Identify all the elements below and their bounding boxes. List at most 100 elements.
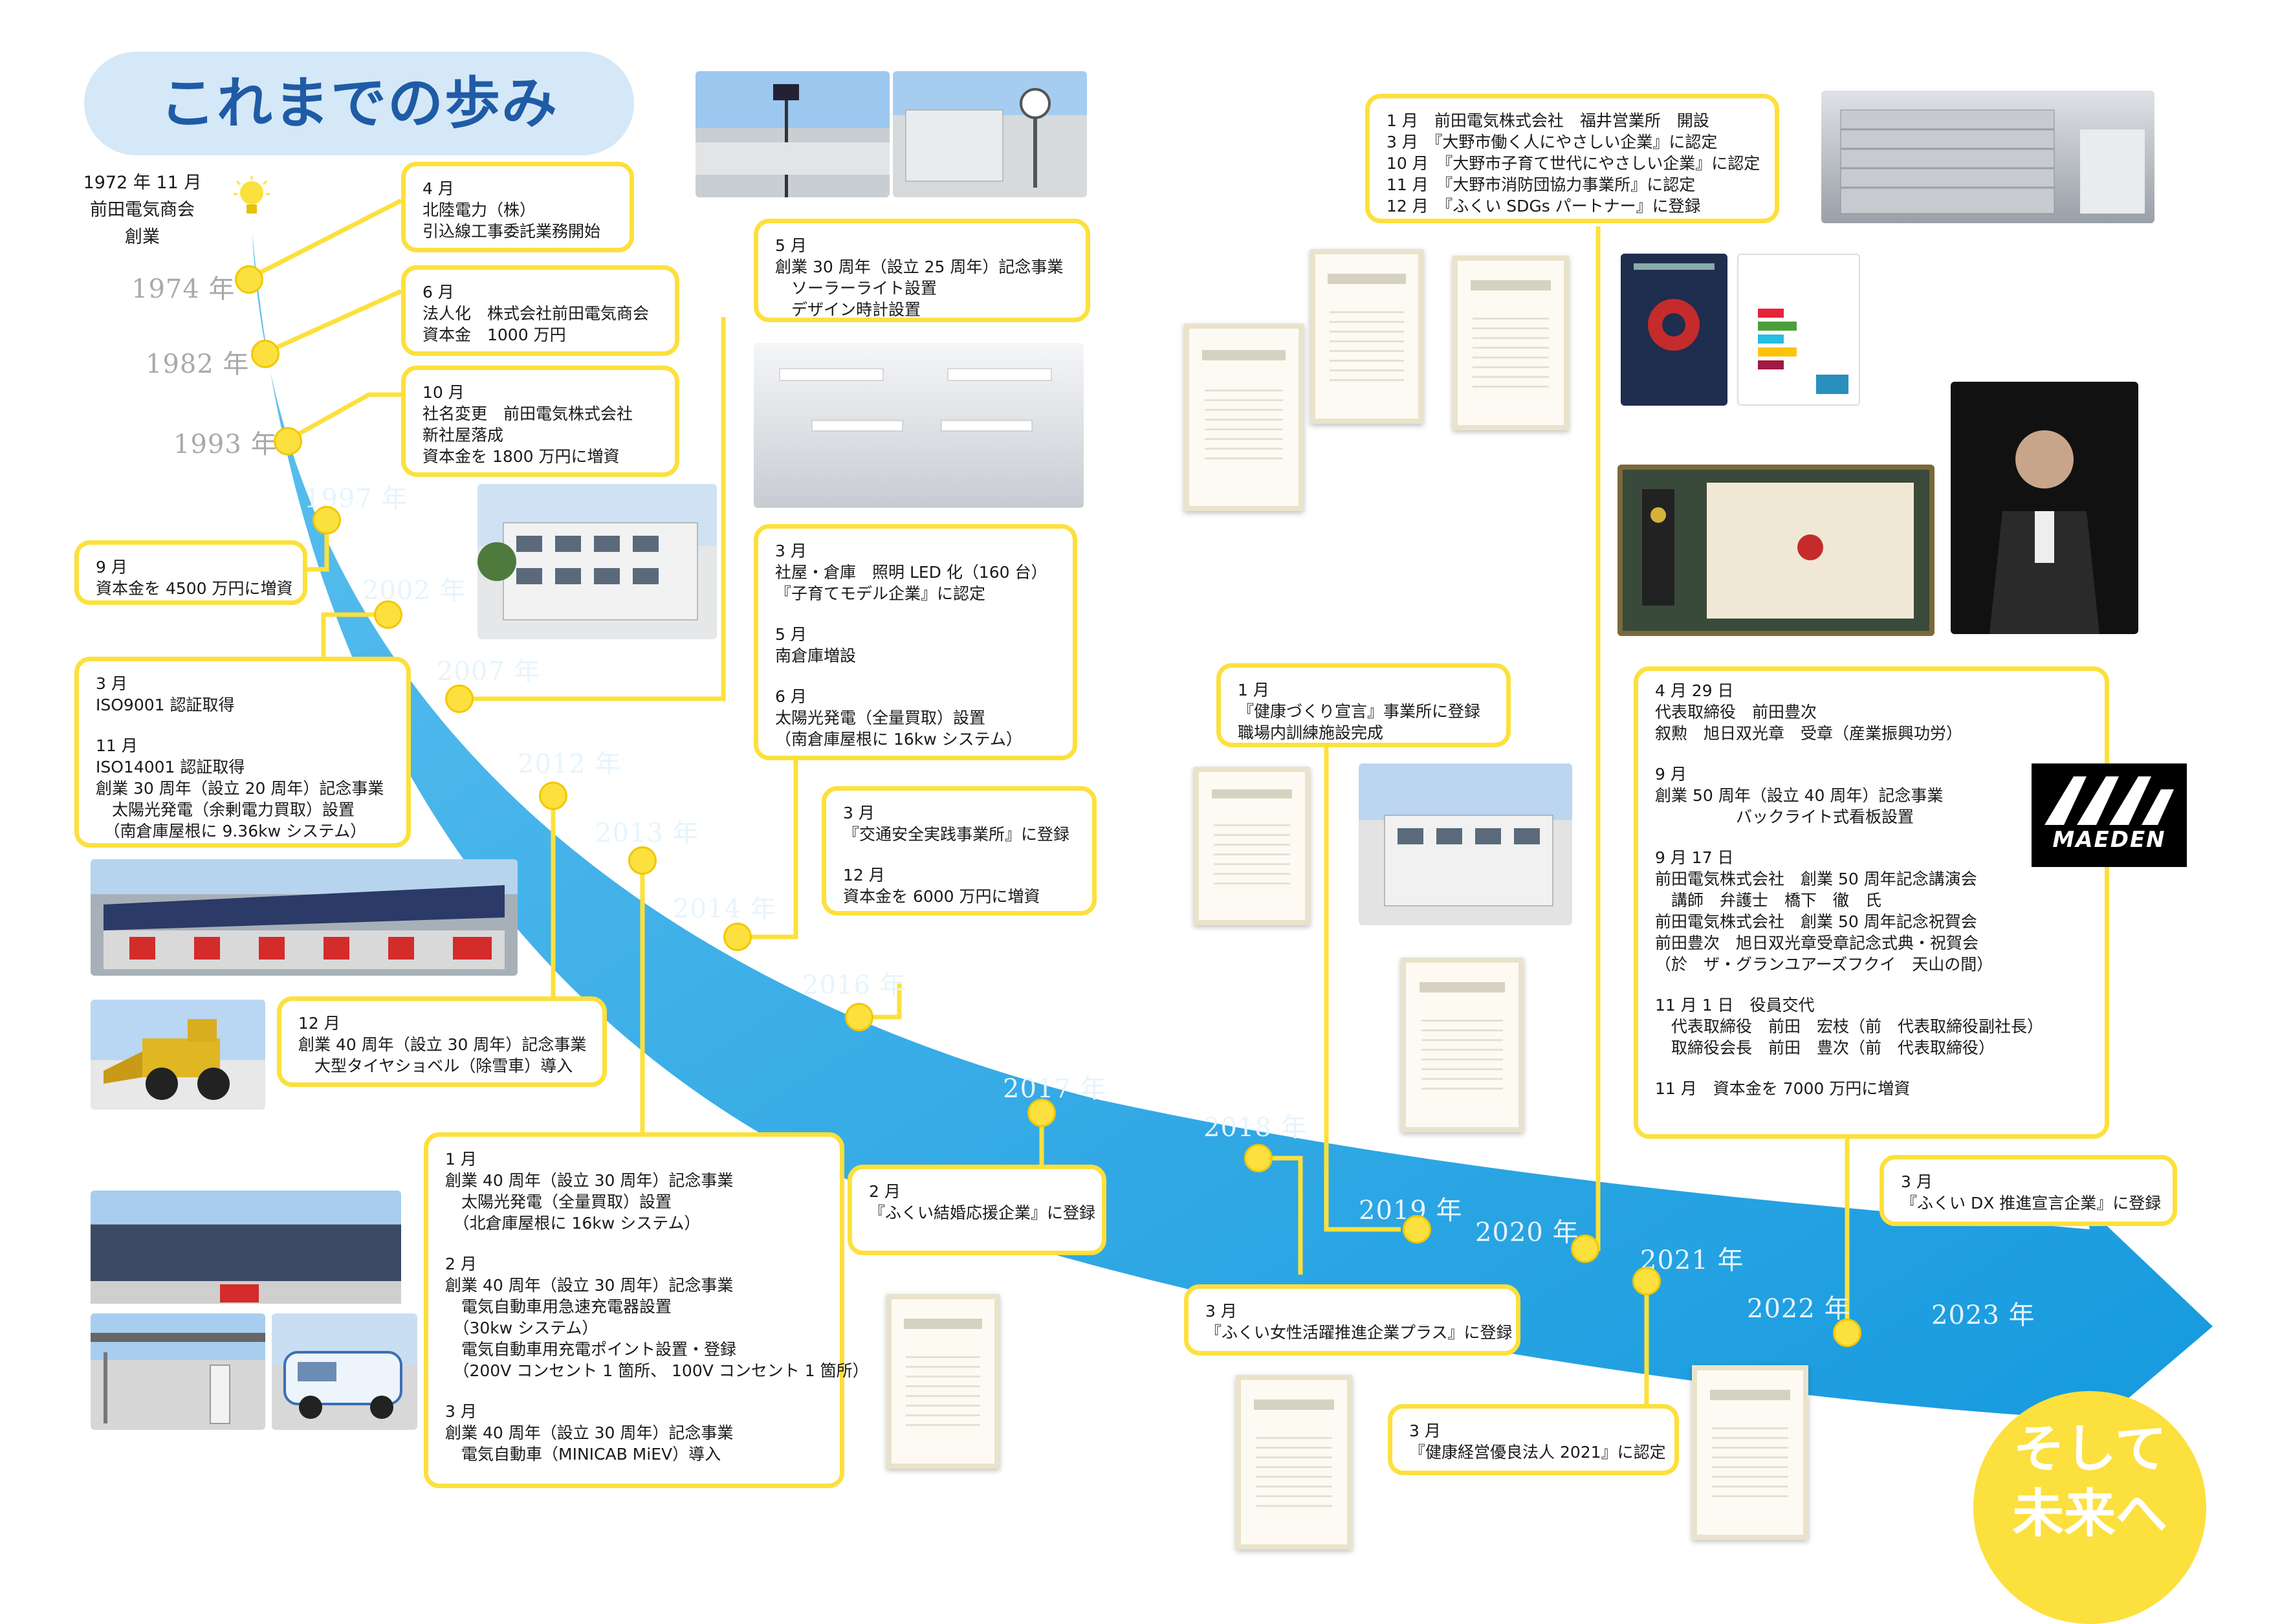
led-ceiling-illustration <box>779 368 1052 432</box>
event-line: 『交通安全実践事業所』に登録 <box>843 825 1070 844</box>
certificate-ono-hataraku <box>1310 249 1423 424</box>
event-line: （南倉庫屋根に 9.36kw システム） <box>96 822 367 840</box>
event-gap <box>1655 975 2088 994</box>
event-line: 3 月 <box>445 1402 477 1421</box>
year-marker-1974 <box>235 265 263 294</box>
event-line: （於 ザ・グランユアーズフクイ 天山の間） <box>1655 955 1993 974</box>
event-line: 9 月 <box>96 558 127 576</box>
event-box-2002: 3 月 ISO9001 認証取得 11 月 ISO14001 認証取得 創業 3… <box>74 657 411 848</box>
event-line: 社名変更 前田電気株式会社 <box>422 404 633 423</box>
electric-van-illustration <box>283 1351 402 1419</box>
photo-wheel-loader <box>91 1000 265 1110</box>
event-line: 4 月 <box>422 179 454 198</box>
year-marker-2019 <box>1403 1215 1431 1244</box>
year-marker-2018 <box>1244 1144 1273 1172</box>
year-marker-1982 <box>251 340 280 368</box>
event-line: 取締役会長 前田 豊次（前 代表取締役） <box>1655 1038 1995 1057</box>
photo-office-building <box>477 484 717 639</box>
event-box-2020: 1 月 前田電気株式会社 福井営業所 開設 3 月 『大野市働く人にやさしい企業… <box>1365 94 1779 223</box>
event-line: ソーラーライト設置 <box>775 279 937 298</box>
event-box-2014: 3 月 社屋・倉庫 照明 LED 化（160 台） 『子育てモデル企業』に認定 … <box>754 524 1077 760</box>
event-line: 1 月 <box>1238 681 1269 699</box>
event-line: （200V コンセント 1 箇所、 100V コンセント 1 箇所） <box>445 1361 869 1380</box>
event-line: デザイン時計設置 <box>775 300 921 319</box>
photo-led-ceiling <box>754 343 1084 508</box>
year-label-2014: 2014 年 <box>673 894 777 924</box>
fire-plate-illustration <box>1634 263 1715 351</box>
certificate-ono-kosodate <box>1452 256 1569 430</box>
maeden-logo-text: MAEDEN <box>2052 827 2166 853</box>
event-box-2022: 4 月 29 日 代表取締役 前田豊次 叙勲 旭日双光章 受章（産業振興功労） … <box>1634 666 2109 1139</box>
year-marker-1997 <box>312 506 341 534</box>
event-line: 資本金を 6000 万円に増資 <box>843 887 1040 906</box>
event-line: 創業 50 周年（設立 40 周年）記念事業 <box>1655 786 1944 805</box>
event-line: （北倉庫屋根に 16kw システム） <box>445 1214 701 1233</box>
event-line: 資本金を 4500 万円に増資 <box>96 579 293 598</box>
year-label-2016: 2016 年 <box>802 971 906 1000</box>
event-line: 電気自動車（MINICAB MiEV）導入 <box>445 1445 721 1464</box>
year-marker-2002 <box>374 600 402 629</box>
future-text: そして 未来へ <box>1973 1417 2206 1546</box>
photo-decoration-frame <box>1617 465 1935 636</box>
event-line: （南倉庫屋根に 16kw システム） <box>775 730 1022 749</box>
event-line: 3 月 <box>1205 1302 1237 1321</box>
event-box-1974: 4 月 北陸電力（株） 引込線工事委託業務開始 <box>401 162 634 252</box>
photo-fukui-office <box>1821 91 2154 223</box>
event-line: 太陽光発電（余剰電力買取）設置 <box>96 800 355 819</box>
event-line: 代表取締役 前田 宏枝（前 代表取締役副社長） <box>1655 1017 2044 1036</box>
origin-date: 1972 年 11 月 <box>83 173 202 193</box>
event-line: 3 月 <box>96 674 127 693</box>
event-line: 3 月 <box>1409 1421 1441 1440</box>
event-line: 4 月 29 日 <box>1655 681 1734 700</box>
certificate-kotsu-anzen <box>1194 767 1310 925</box>
event-gap <box>445 1234 823 1253</box>
event-line: 12 月 <box>843 866 885 884</box>
photo-training-facility <box>1359 763 1572 925</box>
event-line: 講師 弁護士 橋下 徹 氏 <box>1655 891 1882 910</box>
year-marker-2007 <box>445 685 474 713</box>
year-label-2002: 2002 年 <box>362 576 466 606</box>
photo-solar-light <box>696 71 890 197</box>
event-line: 6 月 <box>775 687 807 706</box>
year-marker-2020 <box>1571 1234 1599 1263</box>
event-line: バックライト式看板設置 <box>1655 807 1914 826</box>
year-label-2018: 2018 年 <box>1203 1113 1308 1143</box>
office-building-illustration <box>477 522 698 620</box>
year-label-2012: 2012 年 <box>518 749 622 779</box>
event-line: 法人化 株式会社前田電気商会 <box>422 304 650 323</box>
event-line: 『健康づくり宣言』事業所に登録 <box>1238 702 1481 721</box>
photo-president-portrait <box>1951 382 2138 634</box>
event-line: 創業 30 周年（設立 20 周年）記念事業 <box>96 779 384 798</box>
event-box-2019: 1 月 『健康づくり宣言』事業所に登録 職場内訓練施設完成 <box>1216 663 1511 747</box>
year-label-2021: 2021 年 <box>1640 1245 1744 1275</box>
future-line-1: そして <box>2013 1419 2167 1479</box>
event-line: 11 月 1 日 役員交代 <box>1655 996 1815 1015</box>
event-box-1982: 6 月 法人化 株式会社前田電気商会 資本金 1000 万円 <box>401 265 679 356</box>
ev-charger-illustration <box>91 1333 265 1424</box>
year-marker-2014 <box>723 923 752 951</box>
event-line: 3 月 <box>775 542 807 560</box>
event-line: 5 月 <box>775 625 807 644</box>
event-line: ISO9001 認証取得 <box>96 696 235 714</box>
event-line: 『健康経営優良法人 2021』に認定 <box>1409 1443 1666 1462</box>
event-line: 『ふくい結婚応援企業』に登録 <box>869 1203 1096 1222</box>
event-line: 職場内訓練施設完成 <box>1238 723 1384 742</box>
year-marker-2017 <box>1027 1099 1056 1127</box>
event-box-2016: 3 月 『交通安全実践事業所』に登録 12 月 資本金を 6000 万円に増資 <box>822 786 1097 916</box>
wheel-loader-illustration <box>104 1019 230 1100</box>
event-line: 新社屋落成 <box>422 426 504 444</box>
year-label-2007: 2007 年 <box>437 657 541 686</box>
event-gap <box>775 666 1056 686</box>
future-circle <box>1973 1391 2206 1624</box>
origin-label: 1972 年 11 月 前田電気商会 創業 <box>45 170 239 251</box>
decoration-illustration <box>1642 483 1914 619</box>
light-bulb-icon <box>234 176 270 214</box>
event-line: 創業 40 周年（設立 30 周年）記念事業 <box>445 1171 734 1190</box>
training-facility-illustration <box>1384 815 1553 906</box>
year-label-1974: 1974 年 <box>131 274 236 304</box>
portrait-illustration <box>1989 430 2099 634</box>
event-box-2023: 3 月 『ふくい DX 推進宣言企業』に登録 <box>1880 1155 2177 1226</box>
event-line: 3 月 <box>843 804 875 822</box>
event-box-2021: 3 月 『健康経営優良法人 2021』に認定 <box>1388 1404 1679 1475</box>
